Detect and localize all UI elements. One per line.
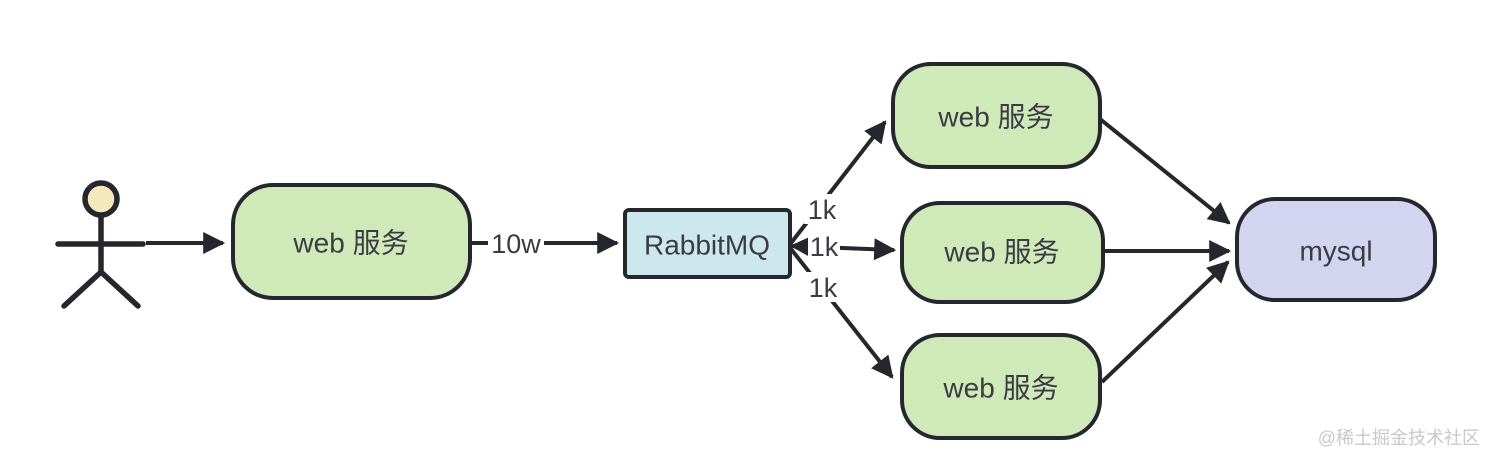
node-worker-web-service-3: web 服务 xyxy=(900,333,1102,440)
node-shape xyxy=(891,62,1102,169)
edge-label-bg xyxy=(488,228,544,258)
user-actor xyxy=(55,180,146,309)
edge-label-text: 10w xyxy=(491,229,541,259)
node-mysql: mysql xyxy=(1235,197,1437,302)
node-label: web 服务 xyxy=(292,228,408,259)
watermark-text: @稀土掘金技术社区 xyxy=(1318,428,1480,448)
node-rabbitmq: RabbitMQ xyxy=(623,208,792,279)
edge-worker-3-to-mysql xyxy=(1100,260,1230,384)
edge-rabbitmq-to-worker-2 xyxy=(789,235,897,261)
node-worker-web-service-1: web 服务 xyxy=(891,62,1102,169)
node-shape xyxy=(1235,197,1437,302)
node-shape xyxy=(623,208,792,279)
edge-label-bg xyxy=(805,272,841,302)
edge-rabbitmq-to-worker-1 xyxy=(789,120,887,245)
edge-label-text: 1k xyxy=(810,232,839,262)
actor-head xyxy=(82,180,120,218)
node-entry-web-service: web 服务 xyxy=(231,183,472,300)
actor-leg-right xyxy=(98,269,141,309)
edge-label-text: 1k xyxy=(808,195,837,225)
node-label: mysql xyxy=(1299,236,1372,267)
edge-label-bg xyxy=(808,232,840,261)
edge-label-bg xyxy=(804,194,840,224)
node-shape xyxy=(900,201,1105,304)
node-label: web 服务 xyxy=(943,237,1059,268)
edge-rabbitmq-to-worker-3 xyxy=(789,247,894,379)
edge-label-mq-to-worker-3: 1k xyxy=(805,272,841,303)
node-label: RabbitMQ xyxy=(644,230,770,261)
node-worker-web-service-2: web 服务 xyxy=(900,201,1105,304)
actor-leg-left xyxy=(61,269,104,309)
edge-label-text: 1k xyxy=(809,273,838,303)
edge-label-entry-to-mq: 10w xyxy=(488,228,544,259)
node-shape xyxy=(231,183,472,300)
edge-label-mq-to-worker-1: 1k xyxy=(804,194,840,225)
node-shape xyxy=(900,333,1102,440)
node-label: web 服务 xyxy=(942,373,1058,404)
node-label: web 服务 xyxy=(937,102,1053,133)
edge-label-mq-to-worker-2: 1k xyxy=(808,232,840,262)
edge-worker-1-to-mysql xyxy=(1098,117,1231,225)
